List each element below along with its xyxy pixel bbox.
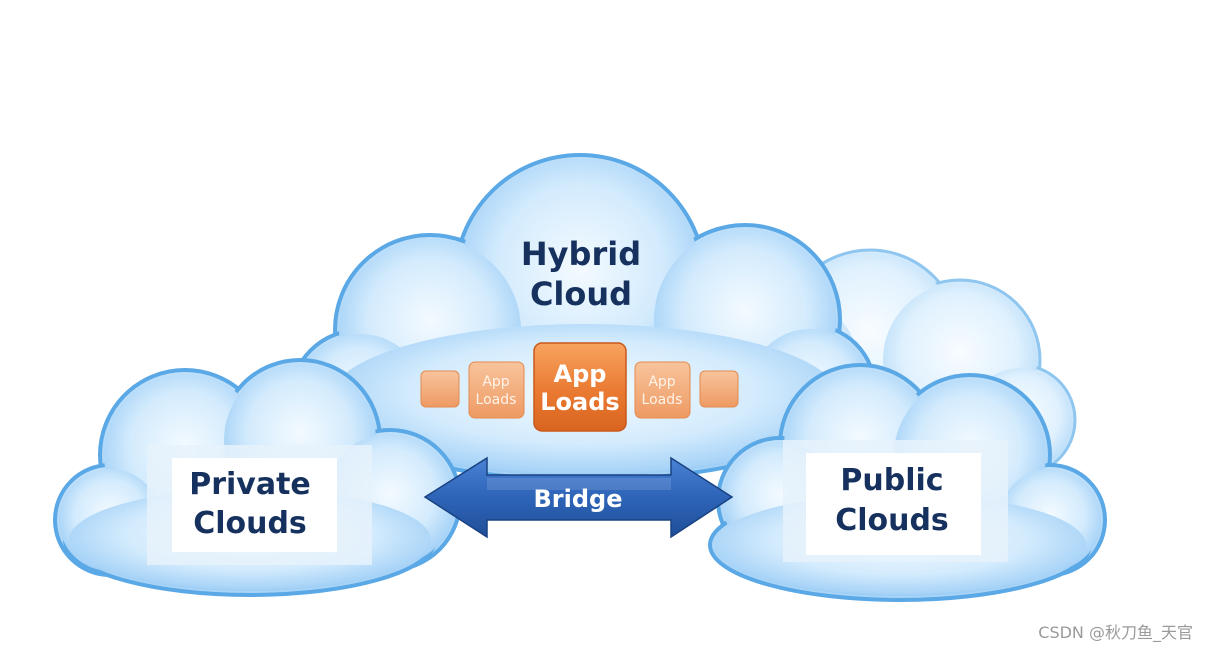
private-clouds-box: Private Clouds [147, 445, 372, 565]
app-load-main-line1: App [554, 360, 607, 388]
app-load-block-far-left [420, 370, 460, 408]
app-load-main-line2: Loads [540, 388, 619, 416]
private-clouds-line2: Clouds [193, 506, 307, 541]
app-load-block-main [533, 342, 627, 432]
app-load-block-right [634, 361, 691, 419]
app-load-right-line2: Loads [642, 392, 683, 408]
public-clouds-line1: Public [840, 463, 943, 498]
watermark-text: CSDN @秋刀鱼_天官 [1038, 623, 1193, 642]
bridge-label: Bridge [534, 485, 623, 513]
app-loads-row: App Loads App Loads App Loads [420, 342, 739, 432]
bridge-arrow: Bridge [423, 456, 734, 539]
hybrid-cloud-title-line1: Hybrid [521, 235, 641, 273]
app-load-left-line2: Loads [476, 392, 517, 408]
app-load-left-line1: App [482, 374, 509, 390]
private-clouds-line1: Private [189, 467, 311, 502]
public-clouds-line2: Clouds [835, 503, 949, 538]
app-load-block-left [468, 361, 525, 419]
hybrid-cloud-title-line2: Cloud [530, 275, 632, 313]
app-load-right-line1: App [648, 374, 675, 390]
app-load-block-far-right [699, 370, 739, 408]
public-clouds-box: Public Clouds [783, 440, 1008, 562]
